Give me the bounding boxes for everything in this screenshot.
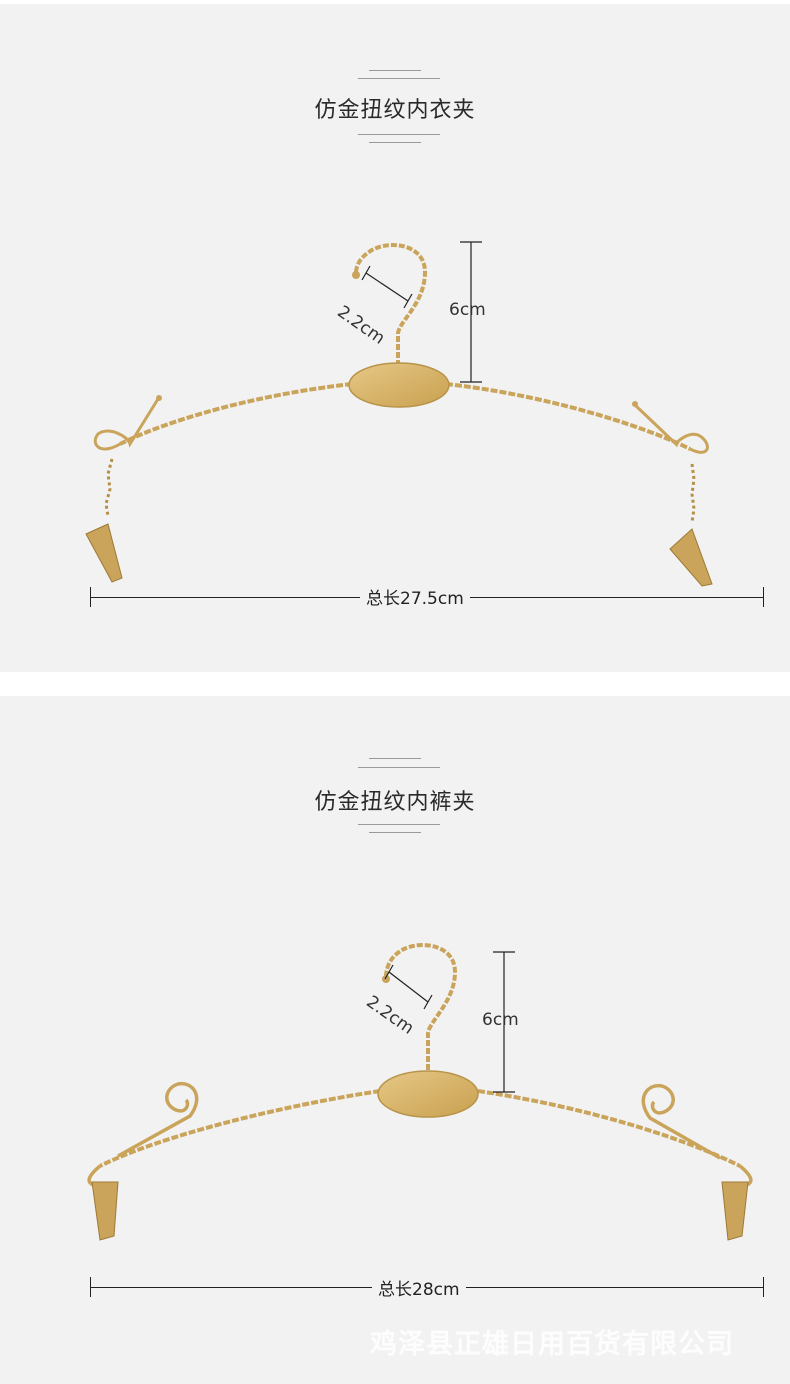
total-length-tick-left bbox=[90, 587, 91, 607]
right-arm-wire bbox=[445, 382, 691, 451]
left-clip bbox=[91, 1181, 119, 1241]
hook-wire bbox=[383, 943, 458, 1078]
bra-hanger-photo bbox=[85, 241, 713, 587]
panty-hanger-photo bbox=[87, 943, 753, 1241]
title-divider-top-wide bbox=[358, 767, 440, 768]
total-length-tick-right bbox=[763, 587, 764, 607]
left-arm-wire bbox=[99, 1089, 381, 1168]
hook-width-line bbox=[388, 971, 429, 1003]
left-clip bbox=[85, 523, 123, 583]
product-panel-panty-hanger: 仿金扭纹内裤夹 2.2cm 6 bbox=[0, 696, 790, 1384]
right-clip bbox=[721, 1181, 749, 1241]
hook-wire bbox=[353, 243, 428, 374]
title-divider-top bbox=[369, 758, 421, 759]
left-chain bbox=[104, 458, 114, 517]
product-panel-bra-hanger: 仿金扭纹内衣夹 bbox=[0, 4, 790, 672]
title-divider-bottom bbox=[369, 142, 421, 143]
total-length-tick-left bbox=[90, 1277, 91, 1297]
hook-tip bbox=[382, 975, 390, 983]
hook-height-label: 6cm bbox=[449, 300, 486, 320]
hook-width-line bbox=[365, 272, 409, 302]
title-divider-bottom-wide bbox=[358, 824, 440, 825]
center-plate bbox=[348, 362, 450, 408]
company-watermark: 鸡泽县正雄日用百货有限公司 bbox=[370, 1329, 734, 1360]
title-divider-top-wide bbox=[358, 78, 440, 79]
title-divider-top bbox=[369, 70, 421, 71]
product-title: 仿金扭纹内裤夹 bbox=[314, 790, 476, 815]
product-title: 仿金扭纹内衣夹 bbox=[314, 98, 476, 123]
center-plate bbox=[377, 1070, 479, 1118]
hook-height-label: 6cm bbox=[482, 1010, 519, 1030]
total-length-tick-right bbox=[763, 1277, 764, 1297]
total-length-label: 总长28cm bbox=[372, 1275, 466, 1300]
title-divider-bottom-wide bbox=[358, 134, 440, 135]
right-arm-wire bbox=[477, 1089, 741, 1168]
right-clip bbox=[669, 528, 713, 587]
right-chain bbox=[690, 463, 696, 523]
title-divider-bottom bbox=[369, 832, 421, 833]
total-length-label: 总长27.5cm bbox=[360, 584, 470, 609]
left-arm-wire bbox=[119, 382, 353, 446]
hook-tip bbox=[352, 271, 360, 279]
